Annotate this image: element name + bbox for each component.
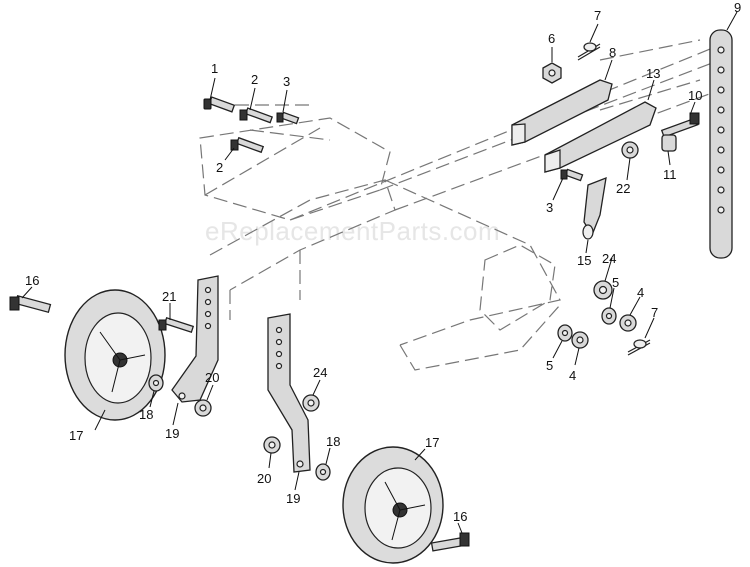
part-22-nut bbox=[621, 141, 639, 159]
part-3-screw-lower bbox=[560, 168, 584, 182]
part-20-nut-left bbox=[194, 399, 212, 417]
part-16-axle-bolt-right bbox=[430, 532, 470, 552]
callout-16-left: 16 bbox=[25, 273, 39, 288]
part-20-nut-right bbox=[263, 436, 281, 454]
part-5-washer-lower bbox=[557, 324, 573, 342]
callout-8: 8 bbox=[609, 45, 616, 60]
part-13-bracket bbox=[544, 101, 657, 173]
callout-16-right: 16 bbox=[453, 509, 467, 524]
part-2-bolt-lower bbox=[230, 136, 265, 154]
callout-4-lower: 4 bbox=[569, 368, 576, 383]
callout-labels: 1 2 3 2 3 4 4 5 5 6 7 7 8 9 10 11 13 15 … bbox=[25, 0, 741, 524]
callout-20-right: 20 bbox=[257, 471, 271, 486]
part-4-nut-upper bbox=[619, 314, 637, 332]
part-4-nut-lower bbox=[571, 331, 589, 349]
callout-19-right: 19 bbox=[286, 491, 300, 506]
part-7-pin-lower bbox=[627, 339, 651, 356]
part-19-wheel-bracket-right bbox=[267, 313, 311, 473]
callout-19-left: 19 bbox=[165, 426, 179, 441]
callout-22: 22 bbox=[616, 181, 630, 196]
callout-20-left: 20 bbox=[205, 370, 219, 385]
callout-4-upper: 4 bbox=[637, 285, 644, 300]
part-1-bolt bbox=[203, 96, 236, 113]
callout-3-lower: 3 bbox=[546, 200, 553, 215]
callout-18-left: 18 bbox=[139, 407, 153, 422]
callout-2-upper: 2 bbox=[251, 72, 258, 87]
part-17-wheel-right bbox=[342, 446, 444, 564]
part-19-wheel-bracket-left bbox=[171, 275, 219, 403]
part-24-nut-lower bbox=[302, 394, 320, 412]
part-3-screw-upper bbox=[276, 111, 300, 125]
callout-24-upper: 24 bbox=[602, 251, 616, 266]
callout-18-right: 18 bbox=[326, 434, 340, 449]
part-18-washer-left bbox=[148, 374, 164, 392]
callout-6: 6 bbox=[548, 31, 555, 46]
part-7-pin-upper bbox=[577, 42, 601, 61]
part-21-bolt bbox=[158, 317, 195, 333]
part-11-bushing bbox=[661, 134, 677, 152]
part-5-washer-upper bbox=[601, 307, 617, 325]
callout-15: 15 bbox=[577, 253, 591, 268]
part-18-washer-right bbox=[315, 463, 331, 481]
part-16-axle-bolt-left bbox=[9, 294, 52, 314]
leader-lines bbox=[21, 11, 738, 534]
callout-7-upper: 7 bbox=[594, 8, 601, 23]
callout-13: 13 bbox=[646, 66, 660, 81]
part-8-bracket bbox=[511, 79, 613, 146]
part-24-nut-upper bbox=[593, 280, 613, 300]
part-2-bolt-upper bbox=[239, 107, 274, 124]
callout-5-lower: 5 bbox=[546, 358, 553, 373]
watermark-text: eReplacementParts.com bbox=[205, 216, 500, 246]
callout-17-right: 17 bbox=[425, 435, 439, 450]
callout-11: 11 bbox=[663, 167, 677, 182]
callout-24-lower: 24 bbox=[313, 365, 327, 380]
callout-7-lower: 7 bbox=[651, 305, 658, 320]
callout-1: 1 bbox=[211, 61, 218, 76]
callout-21: 21 bbox=[162, 289, 176, 304]
part-10-bolt bbox=[660, 112, 700, 138]
callout-2-lower: 2 bbox=[216, 160, 223, 175]
callout-5-upper: 5 bbox=[612, 275, 619, 290]
part-15-shank bbox=[582, 176, 607, 240]
callout-3-upper: 3 bbox=[283, 74, 290, 89]
callout-10: 10 bbox=[688, 88, 702, 103]
part-17-wheel-left bbox=[64, 289, 166, 421]
part-6-nut bbox=[542, 62, 562, 84]
part-9-adjustment-bar bbox=[709, 29, 733, 259]
callout-17-left: 17 bbox=[69, 428, 83, 443]
callout-9: 9 bbox=[734, 0, 741, 15]
